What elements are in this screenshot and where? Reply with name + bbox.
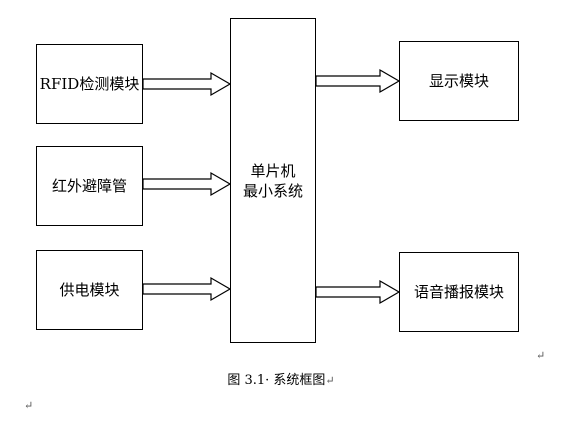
voice-module-box: 语音播报模块 xyxy=(399,252,519,332)
mcu-label-line2: 最小系统 xyxy=(242,181,303,200)
arrow-mcu-to-voice xyxy=(315,279,401,305)
mcu-system-box: 单片机 最小系统 xyxy=(230,18,316,343)
paragraph-mark-left: ↵ xyxy=(24,399,34,412)
mcu-label-line1: 单片机 xyxy=(250,161,296,180)
infrared-module-label: 红外避障管 xyxy=(51,177,127,195)
rfid-module-label: RFID检测模块 xyxy=(39,75,140,93)
power-module-box: 供电模块 xyxy=(36,250,143,330)
voice-module-label: 语音播报模块 xyxy=(413,283,504,301)
paragraph-mark-right: ↵ xyxy=(536,349,546,362)
display-module-label: 显示模块 xyxy=(428,72,489,90)
figure-caption: 图 3.1· 系统框图↵ xyxy=(0,372,562,390)
caption-paragraph-mark: ↵ xyxy=(325,374,335,387)
display-module-box: 显示模块 xyxy=(399,41,519,121)
arrow-power-to-mcu xyxy=(142,276,232,302)
arrow-infrared-to-mcu xyxy=(142,171,232,197)
figure-caption-text: 图 3.1· 系统框图 xyxy=(227,373,326,388)
arrow-rfid-to-mcu xyxy=(142,71,232,97)
rfid-module-box: RFID检测模块 xyxy=(36,44,143,124)
infrared-module-box: 红外避障管 xyxy=(36,146,143,226)
power-module-label: 供电模块 xyxy=(59,281,120,299)
arrow-mcu-to-display xyxy=(315,68,401,94)
